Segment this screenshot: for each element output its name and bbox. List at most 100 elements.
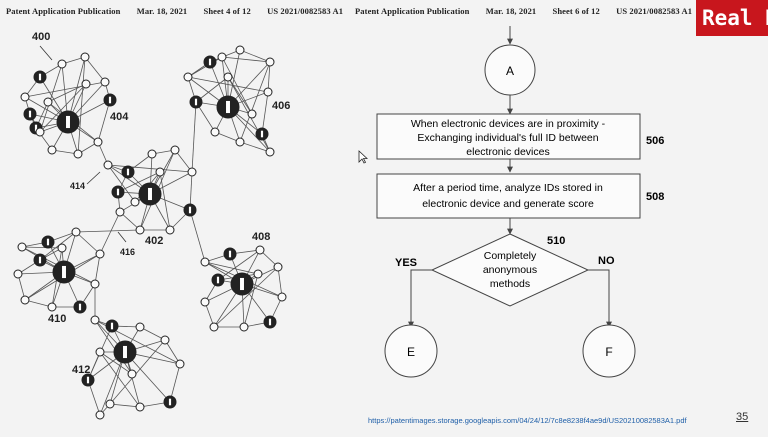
- connector-a: [484, 44, 536, 96]
- network-link: [217, 249, 261, 281]
- network-link: [227, 76, 253, 115]
- network-node: [160, 335, 170, 345]
- network-link: [164, 339, 181, 365]
- network-node: [200, 257, 210, 267]
- network-link: [109, 339, 166, 405]
- network-node: [247, 109, 257, 119]
- person-icon: [78, 303, 82, 311]
- slide-page-number: 35: [736, 411, 749, 423]
- figure-arrow: [39, 45, 53, 61]
- leader-414: [86, 171, 101, 185]
- leader-416: [117, 231, 127, 243]
- figure-label-400: 400: [32, 31, 50, 43]
- network-link: [204, 261, 259, 275]
- left-header-number: US 2021/0082583 A1: [267, 6, 344, 16]
- network-node: [103, 160, 113, 170]
- network-link: [191, 101, 197, 173]
- connector-a-label: A: [506, 64, 514, 78]
- network-link: [221, 56, 271, 63]
- network-node: [223, 72, 233, 82]
- network-link: [261, 91, 269, 135]
- network-node: [105, 399, 115, 409]
- decision-510-line2: anonymous: [483, 264, 537, 276]
- network-nodes: [13, 45, 287, 420]
- network-link: [277, 266, 283, 298]
- step-506-box: [376, 113, 641, 160]
- step-506-ref: 506: [646, 135, 664, 147]
- network-link: [39, 63, 63, 133]
- connector-e: [384, 324, 438, 378]
- decision-yes-label: YES: [395, 257, 417, 269]
- network-node: [235, 137, 245, 147]
- network-node: [95, 347, 105, 357]
- person-icon: [66, 115, 70, 129]
- connector-f-label: F: [605, 345, 612, 359]
- left-header-date: Mar. 18, 2021: [136, 6, 188, 16]
- person-icon: [268, 318, 272, 326]
- network-node: [71, 227, 81, 237]
- network-node: [13, 269, 23, 279]
- network-node: [43, 97, 53, 107]
- network-node: [147, 149, 157, 159]
- network-link: [75, 229, 141, 233]
- network-node: [200, 297, 210, 307]
- network-node: [90, 279, 100, 289]
- network-link: [243, 273, 259, 328]
- right-header-publication: Patent Application Publication: [355, 6, 470, 16]
- network-link: [221, 56, 253, 115]
- network-link: [267, 61, 271, 93]
- network-node: [239, 322, 249, 332]
- cluster-label-412: 412: [72, 364, 90, 376]
- network-node: [100, 77, 110, 87]
- network-link: [77, 56, 86, 155]
- network-node: [20, 295, 30, 305]
- cluster-label-408: 408: [252, 231, 270, 243]
- network-link: [99, 211, 121, 255]
- network-node: [127, 369, 137, 379]
- step-508-ref: 508: [646, 191, 664, 203]
- network-link: [47, 83, 87, 103]
- source-url-link[interactable]: https://patentimages.storage.googleapis.…: [368, 416, 687, 425]
- network-node: [165, 225, 175, 235]
- right-header-number: US 2021/0082583 A1: [616, 6, 693, 16]
- network-node: [130, 197, 140, 207]
- network-link: [187, 56, 223, 78]
- network-node: [155, 167, 165, 177]
- left-patent-header: Patent Application Publication Mar. 18, …: [6, 6, 357, 16]
- network-link: [24, 299, 53, 308]
- network-node: [95, 249, 105, 259]
- cluster-label-404: 404: [110, 111, 129, 123]
- person-icon: [126, 168, 130, 176]
- connector-e-label: E: [407, 345, 415, 359]
- person-icon: [194, 98, 198, 106]
- network-node: [93, 137, 103, 147]
- network-node: [57, 243, 67, 253]
- network-node: [115, 207, 125, 217]
- step-506-line3: electronic devices: [466, 146, 549, 158]
- person-icon: [123, 345, 127, 359]
- network-link: [94, 319, 133, 375]
- network-node: [217, 52, 227, 62]
- network-node: [135, 225, 145, 235]
- right-header-sheet: Sheet 6 of 12: [552, 6, 600, 16]
- network-node: [17, 242, 27, 252]
- mouse-cursor-icon: [358, 150, 368, 164]
- network-node: [95, 410, 105, 420]
- network-node: [265, 147, 275, 157]
- network-link: [75, 231, 101, 255]
- person-icon: [116, 188, 120, 196]
- network-node: [73, 149, 83, 159]
- step-508-line1: After a period time, analyze IDs stored …: [413, 182, 603, 194]
- left-header-publication: Patent Application Publication: [6, 6, 121, 16]
- decision-510-diamond: [430, 233, 590, 307]
- network-link: [239, 61, 271, 143]
- network-link: [109, 403, 141, 408]
- network-node: [20, 92, 30, 102]
- network-node: [277, 292, 287, 302]
- step-506-line2: Exchanging individual's full ID between: [417, 132, 598, 144]
- network-node: [81, 79, 91, 89]
- node-label-414: 414: [70, 181, 85, 191]
- brand-logo: Real N: [696, 0, 768, 36]
- network-node: [253, 269, 263, 279]
- network-node: [273, 262, 283, 272]
